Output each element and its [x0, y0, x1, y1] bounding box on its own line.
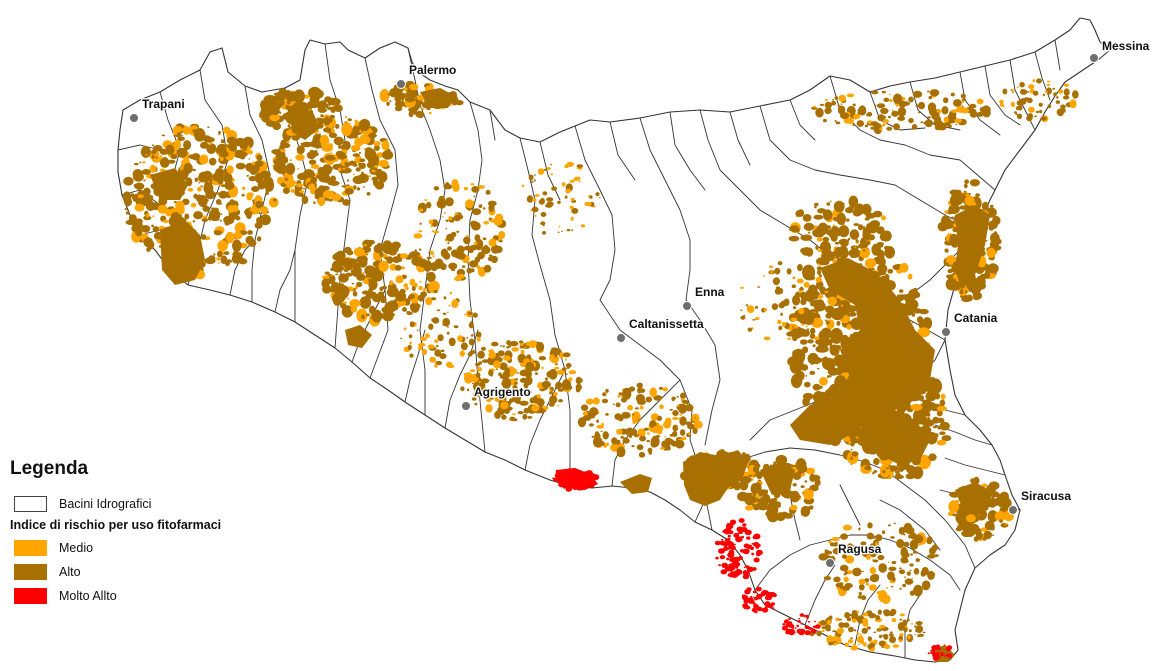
- risk-patches-layer: [122, 78, 1079, 662]
- city-messina: Messina: [1089, 38, 1151, 63]
- city-label: Siracusa: [1021, 489, 1071, 503]
- city-marker-icon: [396, 79, 406, 89]
- city-marker-icon: [941, 327, 951, 337]
- legend-item-basins: Bacini Idrografici: [10, 492, 310, 516]
- city-label: Caltanissetta: [629, 317, 704, 331]
- legend-item-molto-alto: Molto Allto: [10, 584, 310, 608]
- city-label: Enna: [695, 285, 725, 299]
- city-label: Catania: [954, 311, 998, 325]
- city-agrigento: Agrigento: [461, 384, 532, 411]
- city-trapani: Trapani: [129, 96, 186, 123]
- legend-alto-label: Alto: [59, 565, 81, 579]
- legend-index-title: Indice di rischio per uso fitofarmaci: [10, 518, 222, 532]
- legend-title: Legenda: [10, 458, 89, 479]
- basin-outline-swatch: [14, 496, 47, 512]
- city-catania: Catania: [941, 310, 999, 337]
- city-label: Ragusa: [838, 542, 882, 556]
- city-ragusa: Ragusa: [825, 541, 883, 568]
- legend-item-alto: Alto: [10, 560, 310, 584]
- legend-molto-alto-label: Molto Allto: [59, 589, 117, 603]
- city-marker-icon: [616, 333, 626, 343]
- legend-basins-label: Bacini Idrografici: [59, 497, 152, 511]
- molto-alto-swatch: [14, 588, 47, 604]
- city-enna: Enna: [682, 284, 726, 311]
- city-marker-icon: [1089, 53, 1099, 63]
- city-label: Palermo: [409, 63, 456, 77]
- medio-swatch: [14, 540, 47, 556]
- city-siracusa: Siracusa: [1008, 488, 1073, 515]
- city-caltanissetta: Caltanissetta: [616, 316, 705, 343]
- city-palermo: Palermo: [396, 62, 458, 89]
- city-label: Messina: [1102, 39, 1150, 53]
- legend-medio-label: Medio: [59, 541, 94, 555]
- city-label: Trapani: [142, 97, 185, 111]
- legend: Legenda Bacini Idrografici Indice di ris…: [10, 458, 310, 608]
- city-marker-icon: [129, 113, 139, 123]
- city-marker-icon: [1008, 505, 1018, 515]
- city-marker-icon: [461, 401, 471, 411]
- legend-item-medio: Medio: [10, 536, 310, 560]
- alto-swatch: [14, 564, 47, 580]
- city-label: Agrigento: [474, 385, 531, 399]
- city-marker-icon: [682, 301, 692, 311]
- city-marker-icon: [825, 558, 835, 568]
